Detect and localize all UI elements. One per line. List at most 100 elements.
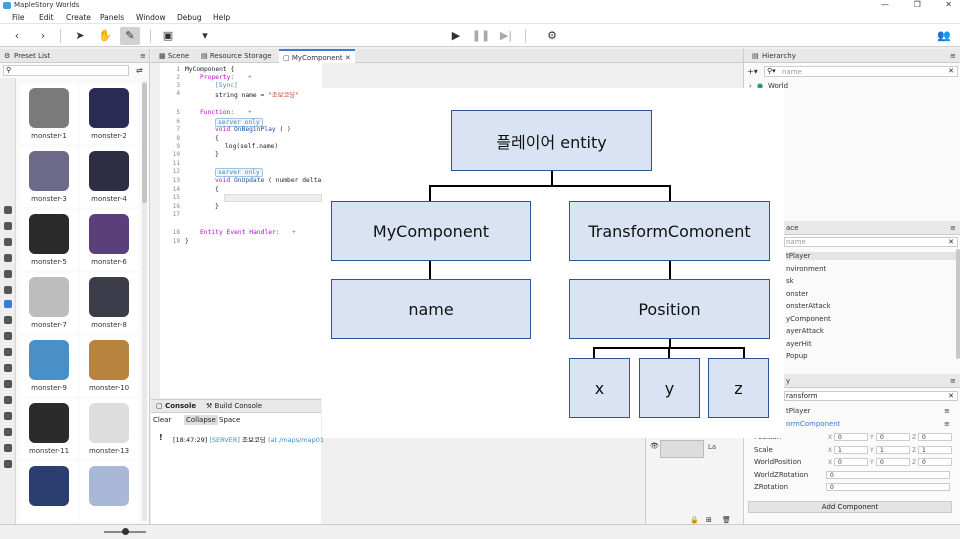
property-value-field[interactable]: 0 (826, 483, 950, 491)
build-console-tab[interactable]: ⚒ Build Console (206, 402, 262, 410)
close-window-button[interactable]: ✕ (945, 0, 952, 9)
category-icon-5[interactable] (4, 270, 12, 278)
menu-file[interactable]: File (12, 13, 25, 22)
eraser-tool-icon[interactable]: ✎ (120, 27, 140, 45)
add-entity-icon[interactable]: +▾ (747, 67, 758, 76)
console-tab[interactable]: ▢ Console (156, 402, 196, 410)
property-x-field[interactable]: 1 (834, 445, 868, 454)
users-icon[interactable]: 👥 (937, 29, 951, 42)
menu-panels[interactable]: Panels (100, 13, 125, 22)
menu-help[interactable]: Help (213, 13, 231, 22)
eye-icon[interactable]: 👁 (650, 442, 659, 450)
clear-search-icon[interactable]: ✕ (948, 238, 954, 246)
workspace-item[interactable]: nvironment (786, 264, 827, 273)
pause-button[interactable]: ❚❚ (471, 29, 491, 42)
workspace-item[interactable]: yComponent (786, 314, 831, 323)
workspace-menu-icon[interactable]: ≡ (950, 224, 956, 232)
workspace-item[interactable]: tPlayer (786, 252, 956, 260)
preset-item[interactable]: monster-13 (80, 399, 138, 459)
tree-expand-icon[interactable]: › (749, 82, 752, 90)
category-icon-9[interactable] (4, 332, 12, 340)
category-icon-11[interactable] (4, 364, 12, 372)
preset-search-input[interactable]: ⚲ (3, 65, 129, 76)
preset-item[interactable]: monster-4 (80, 147, 138, 207)
workspace-item[interactable]: sk (786, 277, 794, 285)
step-button[interactable]: ▶| (499, 29, 513, 42)
mycomponent-tab[interactable]: ▢ MyComponent ✕ (279, 49, 355, 63)
category-icon-13[interactable] (4, 396, 12, 404)
category-icon-4[interactable] (4, 254, 12, 262)
menu-create[interactable]: Create (66, 13, 91, 22)
transform-component-link[interactable]: ormComponent (786, 420, 841, 428)
category-icon-1[interactable] (4, 206, 12, 214)
category-icon-10[interactable] (4, 348, 12, 356)
property-z-field[interactable]: 0 (918, 433, 952, 441)
category-icon-3[interactable] (4, 238, 12, 246)
hierarchy-search-input[interactable]: ⚲▾ name ✕ (764, 66, 958, 77)
preset-item[interactable]: monster-7 (20, 273, 78, 333)
add-layer-icon[interactable]: ⊞ (706, 516, 712, 524)
preset-item[interactable]: monster-6 (80, 210, 138, 270)
add-function-icon[interactable]: + (248, 109, 252, 116)
workspace-scrollbar[interactable] (956, 249, 960, 359)
log-path-link[interactable]: (at /maps/map01 (267, 436, 325, 444)
grid-snap-icon[interactable]: ▣ (162, 29, 174, 42)
hierarchy-menu-icon[interactable]: ≡ (950, 52, 956, 60)
tree-item-world[interactable]: World (768, 82, 789, 90)
delete-layer-icon[interactable]: 🗑 (722, 516, 731, 524)
entity-menu-icon[interactable]: ≡ (944, 407, 950, 415)
preset-item[interactable]: monster-2 (80, 84, 138, 144)
resource-storage-tab[interactable]: ▤ Resource Storage (201, 52, 272, 60)
category-icon-16[interactable] (4, 444, 12, 452)
back-icon[interactable]: ‹ (14, 29, 20, 42)
menu-edit[interactable]: Edit (39, 13, 54, 22)
clear-search-icon[interactable]: ✕ (948, 392, 954, 400)
component-menu-icon[interactable]: ≡ (944, 420, 950, 428)
add-handler-icon[interactable]: + (292, 229, 296, 236)
category-icon-6[interactable] (4, 286, 12, 294)
add-property-icon[interactable]: + (248, 74, 252, 81)
workspace-item[interactable]: ayerHit (786, 339, 812, 348)
menu-window[interactable]: Window (136, 13, 166, 22)
forward-icon[interactable]: › (40, 29, 46, 42)
scene-tab[interactable]: ▦ Scene (159, 52, 189, 60)
filter-icon[interactable]: ⇌ (136, 66, 143, 75)
workspace-item[interactable]: Popup (786, 352, 808, 360)
property-x-field[interactable]: 0 (834, 458, 868, 466)
property-y-field[interactable]: 1 (876, 445, 910, 454)
maximize-button[interactable]: ❐ (913, 0, 921, 9)
menu-icon[interactable]: ≡ (140, 52, 146, 60)
property-search-input[interactable]: ransform ✕ (784, 391, 958, 401)
property-z-field[interactable]: 0 (918, 458, 952, 466)
preset-item[interactable]: monster-11 (20, 399, 78, 459)
preset-scrollbar[interactable] (142, 83, 147, 203)
collapse-button[interactable]: Collapse (184, 415, 218, 425)
preset-item[interactable]: monster-8 (80, 273, 138, 333)
property-x-field[interactable]: 0 (834, 433, 868, 441)
workspace-item[interactable]: ayerAttack (786, 327, 824, 335)
clear-search-icon[interactable]: ✕ (948, 67, 954, 75)
hand-tool-icon[interactable]: ✋ (98, 29, 112, 42)
category-icon-15[interactable] (4, 428, 12, 436)
preset-item[interactable] (80, 462, 138, 522)
publish-icon[interactable]: ⚙ (547, 29, 557, 42)
add-component-button[interactable]: Add Component (748, 501, 952, 513)
property-menu-icon[interactable]: ≡ (950, 377, 956, 385)
preset-item[interactable]: monster-5 (20, 210, 78, 270)
workspace-item[interactable]: onster (786, 289, 809, 298)
category-icon-8[interactable] (4, 316, 12, 324)
play-button[interactable]: ▶ (451, 29, 461, 42)
brush-dropdown-icon[interactable]: ▾ (202, 29, 208, 42)
preset-item[interactable]: monster-9 (20, 336, 78, 396)
space-dropdown[interactable]: Space (219, 416, 241, 424)
category-icon-17[interactable] (4, 460, 12, 468)
menu-debug[interactable]: Debug (177, 13, 202, 22)
category-icon-2[interactable] (4, 222, 12, 230)
category-icon-14[interactable] (4, 412, 12, 420)
clear-button[interactable]: Clear (153, 416, 172, 424)
property-z-field[interactable]: 1 (918, 445, 952, 454)
tab-close-icon[interactable]: ✕ (344, 54, 351, 62)
property-value-field[interactable]: 0 (826, 470, 950, 479)
property-y-field[interactable]: 0 (876, 433, 910, 441)
